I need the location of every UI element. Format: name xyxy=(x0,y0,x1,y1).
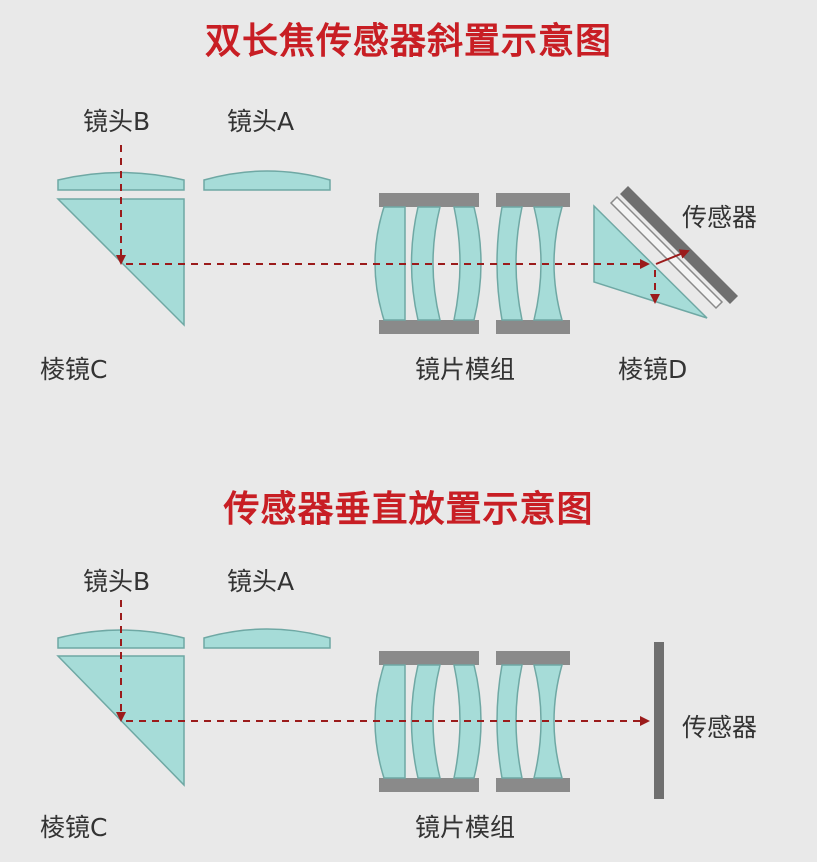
diagram2-holder-right-top xyxy=(496,651,570,665)
diagram2-lens-a xyxy=(203,628,331,649)
diagram1-lens-a xyxy=(203,170,331,191)
diagram2-holder-right-bottom xyxy=(496,778,570,792)
diagram1-cover-glass xyxy=(609,195,724,310)
diagram1-light-path-to-sensor xyxy=(655,249,690,265)
diagram1-holder-right-bottom xyxy=(496,320,570,334)
diagram1-lens-module-label: 镜片模组 xyxy=(415,355,516,384)
diagram1-lens-b xyxy=(57,171,185,191)
diagram1-holder-left-top xyxy=(379,193,479,207)
diagram1-holder-right-top xyxy=(496,193,570,207)
diagram2-sensor xyxy=(654,642,664,799)
diagram1-sensor xyxy=(620,186,738,304)
diagram2-title: 传感器垂直放置示意图 xyxy=(223,489,594,530)
diagram1-prism-c-label: 棱镜C xyxy=(40,355,108,384)
diagram2-holder-left-top xyxy=(379,651,479,665)
diagram2-lens-module-label: 镜片模组 xyxy=(415,813,516,842)
diagram1 xyxy=(56,145,738,334)
diagram1-lens-a-label: 镜头A xyxy=(227,107,295,136)
diagram2-lens-a-label: 镜头A xyxy=(227,567,295,596)
diagram2-lens-b-label: 镜头B xyxy=(83,567,151,596)
diagram2-sensor-label: 传感器 xyxy=(682,713,758,742)
diagram1-prism-d-label: 棱镜D xyxy=(618,355,688,384)
diagram2 xyxy=(56,600,664,799)
diagram1-sensor-label: 传感器 xyxy=(682,203,758,232)
diagram2-holder-left-bottom xyxy=(379,778,479,792)
diagram1-lens-b-label: 镜头B xyxy=(83,107,151,136)
diagram1-holder-left-bottom xyxy=(379,320,479,334)
diagram1-title: 双长焦传感器斜置示意图 xyxy=(204,21,612,62)
diagram2-prism-c-label: 棱镜C xyxy=(40,813,108,842)
